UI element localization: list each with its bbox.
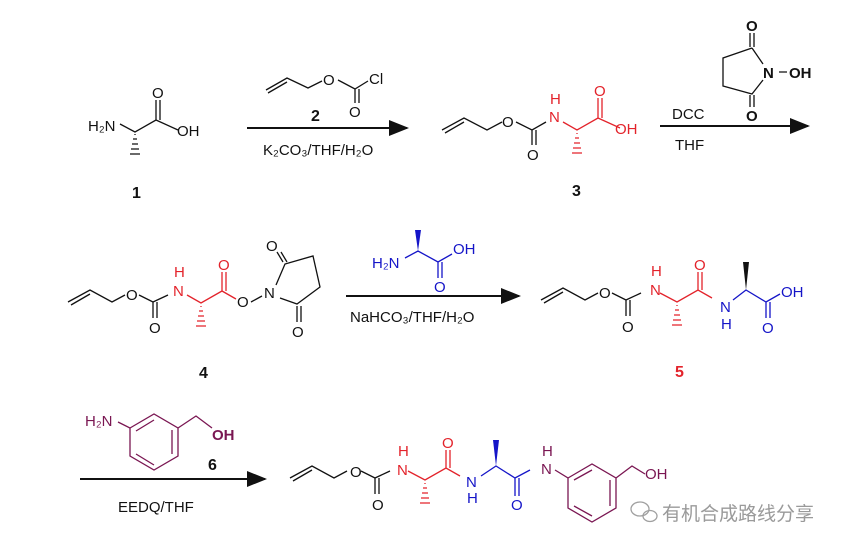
atom-label: N: [549, 109, 560, 126]
compound-6: H₂N OH 6: [85, 413, 235, 474]
reagent-label: DCC: [672, 106, 705, 123]
compound-number: 5: [675, 364, 684, 381]
atom-label: N: [720, 299, 731, 316]
compound-5: O O H N O N H OH O 5: [540, 257, 804, 381]
atom-label: N: [264, 285, 275, 302]
compound-number: 3: [572, 183, 581, 200]
atom-label: H₂N: [372, 255, 400, 272]
compound-number: 2: [311, 108, 320, 125]
atom-label: N: [397, 462, 408, 479]
atom-label: O: [594, 83, 606, 100]
reaction-conditions: THF: [675, 137, 704, 154]
atom-label: O: [622, 319, 634, 336]
atom-label: O: [149, 320, 161, 337]
atom-label: O: [292, 324, 304, 341]
atom-label: H: [467, 490, 478, 507]
atom-label: H: [550, 91, 561, 108]
atom-label: O: [746, 18, 758, 35]
atom-label: OH: [177, 123, 200, 140]
reaction-step-3: H₂N OH O NaHCO₃/THF/H₂O: [346, 230, 521, 326]
compound-number: 6: [208, 457, 217, 474]
compound-number: 1: [132, 185, 141, 202]
reaction-step-4: H₂N OH 6 EEDQ/THF: [80, 413, 267, 516]
wedge-bond: [493, 440, 499, 466]
reaction-conditions: K₂CO₃/THF/H₂O: [263, 142, 373, 159]
compound-1: H₂N O OH 1: [88, 85, 200, 202]
hashed-bond: [130, 134, 140, 155]
atom-label: O: [126, 287, 138, 304]
atom-label: H: [398, 443, 409, 460]
atom-label: N: [763, 65, 774, 82]
reaction-step-2: DCC THF O N OH O: [660, 18, 812, 154]
atom-label: OH: [645, 466, 668, 483]
compound-3: O O H N O OH 3: [441, 83, 638, 200]
reaction-conditions: NaHCO₃/THF/H₂O: [350, 309, 474, 326]
alanine-reagent: H₂N OH O: [372, 230, 476, 296]
atom-label: O: [350, 464, 362, 481]
atom-label: O: [237, 294, 249, 311]
atom-label: H: [721, 316, 732, 333]
atom-label: O: [527, 147, 539, 164]
atom-label: O: [434, 279, 446, 296]
atom-label: OH: [789, 65, 812, 82]
atom-label: N: [173, 283, 184, 300]
atom-label: O: [349, 104, 361, 121]
atom-label: H₂N: [85, 413, 113, 430]
atom-label: N: [466, 474, 477, 491]
atom-label: H: [542, 443, 553, 460]
atom-label: O: [694, 257, 706, 274]
atom-label: OH: [212, 427, 235, 444]
atom-label: O: [762, 320, 774, 337]
compound-4: O O H N O O N O O 4: [67, 238, 321, 382]
atom-label: H₂N: [88, 118, 116, 135]
wedge-bond: [415, 230, 421, 251]
atom-label: O: [323, 72, 335, 89]
wechat-icon: [630, 501, 658, 523]
final-product: O O H N O N H H N O OH: [289, 435, 668, 523]
wedge-bond: [743, 262, 749, 290]
atom-label: O: [442, 435, 454, 452]
atom-label: Cl: [369, 71, 383, 88]
atom-label: OH: [781, 284, 804, 301]
reaction-conditions: EEDQ/THF: [118, 499, 194, 516]
atom-label: O: [746, 108, 758, 125]
atom-label: OH: [615, 121, 638, 138]
n-hydroxysuccinimide: O N OH O: [722, 18, 812, 125]
compound-2: O Cl O 2: [265, 71, 383, 125]
atom-label: O: [218, 257, 230, 274]
atom-label: H: [174, 264, 185, 281]
atom-label: O: [372, 497, 384, 514]
atom-label: OH: [453, 241, 476, 258]
atom-label: O: [266, 238, 278, 255]
atom-label: N: [541, 461, 552, 478]
compound-number: 4: [199, 365, 208, 382]
atom-label: O: [511, 497, 523, 514]
reaction-step-1: O Cl O 2 K₂CO₃/THF/H₂O: [247, 71, 409, 159]
atom-label: H: [651, 263, 662, 280]
watermark-text: 有机合成路线分享: [662, 503, 814, 525]
atom-label: O: [152, 85, 164, 102]
atom-label: O: [502, 114, 514, 131]
atom-label: O: [599, 285, 611, 302]
watermark: 有机合成路线分享: [630, 501, 814, 525]
atom-label: N: [650, 282, 661, 299]
